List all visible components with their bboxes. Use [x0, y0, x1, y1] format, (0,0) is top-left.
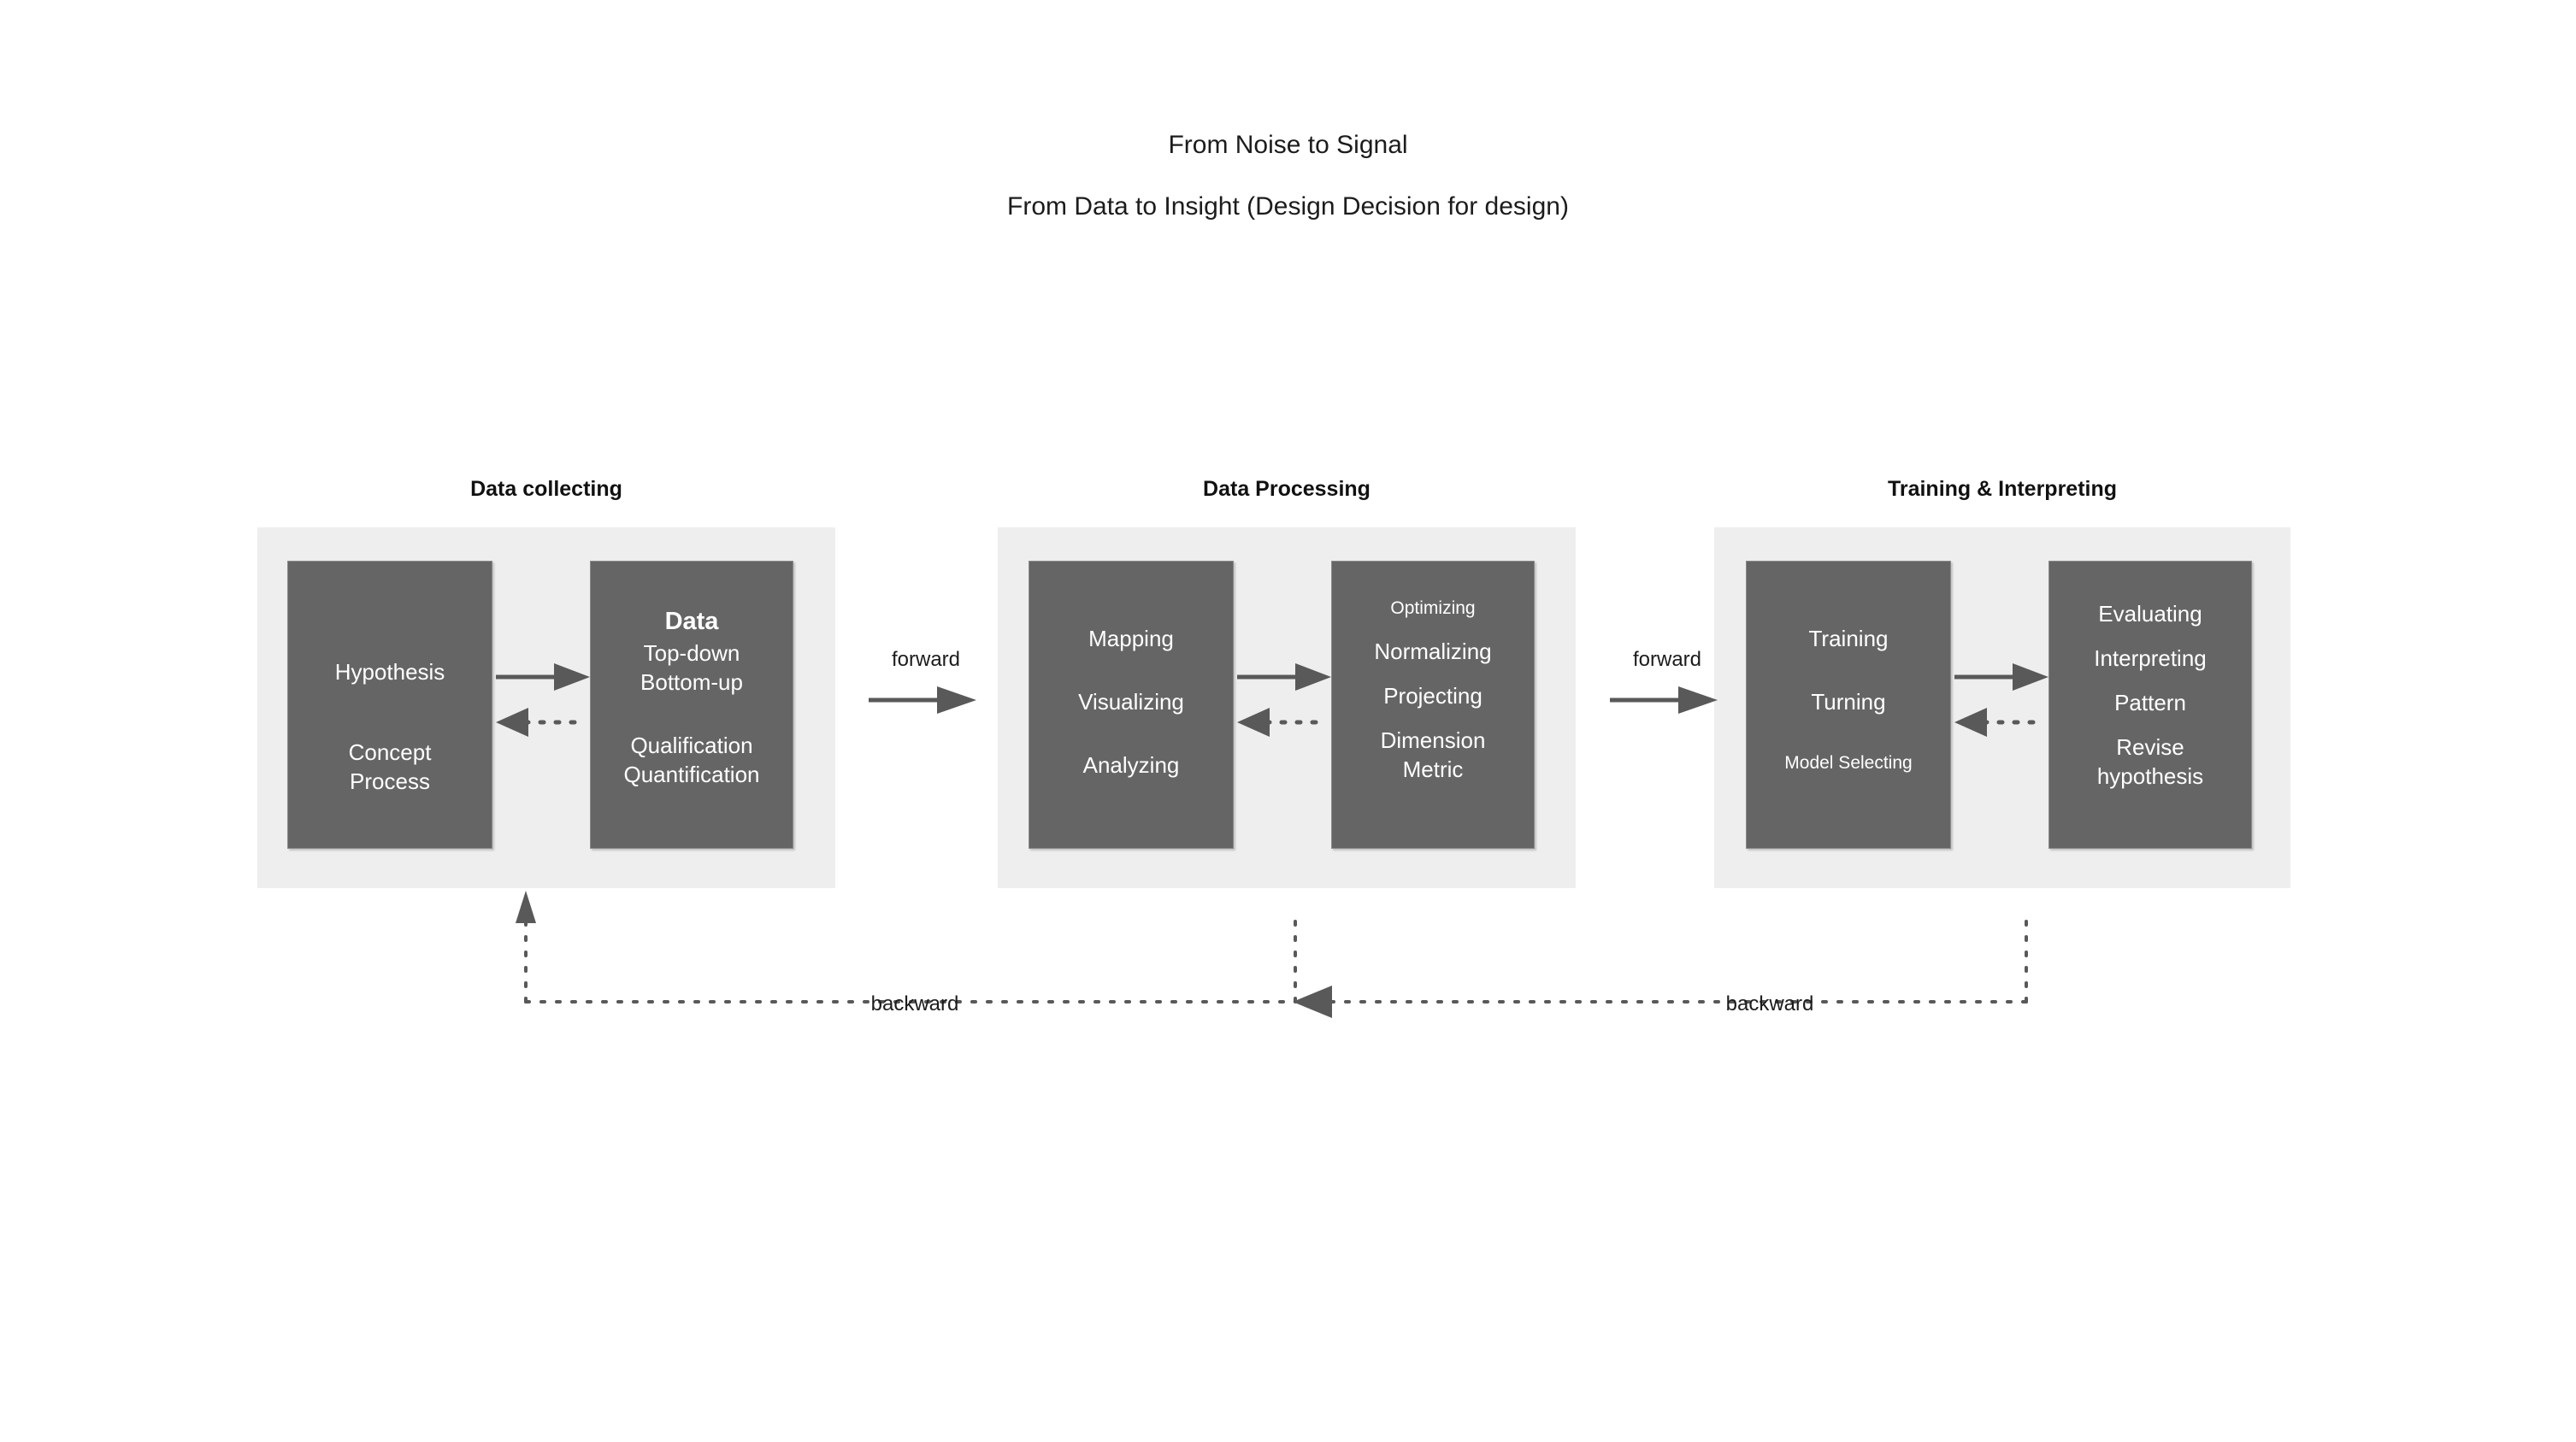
page-title-primary: From Noise to Signal	[1168, 131, 1408, 159]
card-line: Evaluating	[2098, 601, 2202, 627]
card-line: Revise	[2116, 734, 2184, 760]
title-block: From Noise to Signal From Data to Insigh…	[0, 128, 2576, 224]
backward-label-2: backward	[1725, 992, 1814, 1015]
intra-stage-arrows-3	[1954, 658, 2052, 769]
forward-label-1: forward	[891, 648, 961, 671]
card-line: Turning	[1811, 689, 1886, 715]
solid-arrow-right-icon	[1954, 663, 2048, 691]
forward-connector-2: forward	[1577, 647, 1757, 733]
card-line: Metric	[1402, 756, 1464, 782]
card-line-spacer	[1747, 653, 1950, 687]
forward-label-2: forward	[1632, 648, 1702, 671]
card-line-spacer	[2049, 628, 2251, 644]
backward-connector-2	[1265, 889, 2120, 1043]
card-line: Interpreting	[2094, 645, 2207, 671]
backward-path-icon-1	[516, 891, 1297, 1004]
card-line-spacer	[1747, 716, 1950, 750]
solid-arrow-right-icon	[1237, 663, 1331, 691]
page-title-secondary: From Data to Insight (Design Decision fo…	[1007, 192, 1569, 221]
card-line-spacer	[1332, 621, 1534, 637]
dotted-arrow-left-icon	[1954, 708, 2046, 737]
card-line: Pattern	[2114, 690, 2186, 715]
card-line: Analyzing	[1082, 752, 1180, 778]
card-line: Hypothesis	[334, 659, 445, 685]
stage-heading-data-collecting: Data collecting	[470, 477, 622, 501]
stage-heading-training-interpreting: Training & Interpreting	[1887, 477, 2118, 501]
card-line-spacer	[1029, 653, 1233, 687]
card-line-spacer	[1029, 716, 1233, 750]
intra-stage-arrows-1	[496, 658, 593, 769]
backward-path-icon-2	[1293, 911, 2028, 1018]
dotted-arrow-left-icon	[1237, 708, 1329, 737]
card-line: Qualification	[630, 733, 753, 758]
stage-heading-data-processing: Data Processing	[1203, 477, 1371, 501]
card-line-spacer	[288, 686, 492, 738]
card-line-spacer	[2049, 717, 2251, 733]
forward-arrow-icon-2	[1610, 686, 1718, 714]
intra-stage-arrows-2	[1237, 658, 1335, 769]
card-line-spacer	[1332, 710, 1534, 726]
solid-arrow-right-icon	[496, 663, 590, 691]
card-line-spacer	[2049, 673, 2251, 688]
dotted-arrow-left-icon	[496, 708, 587, 737]
card-line: Model Selecting	[1784, 753, 1913, 773]
card-line: Bottom-up	[640, 669, 743, 695]
card-line: Projecting	[1383, 683, 1483, 709]
card-line: Visualizing	[1078, 689, 1184, 715]
card-line-spacer	[1332, 666, 1534, 681]
card-line: Concept	[348, 739, 432, 765]
card-line: hypothesis	[2096, 763, 2204, 789]
card-line: Normalizing	[1374, 639, 1492, 664]
card-line: Mapping	[1088, 626, 1174, 651]
forward-connector-1: forward	[836, 647, 1016, 733]
card-line: Data	[664, 608, 719, 635]
backward-label-1: backward	[870, 992, 959, 1015]
card-line: Top-down	[643, 640, 740, 666]
card-line: Dimension	[1380, 727, 1486, 753]
forward-arrow-icon-1	[869, 686, 976, 714]
card-line: Quantification	[623, 762, 760, 787]
card-line: Process	[350, 768, 430, 794]
card-line-spacer	[591, 697, 793, 731]
card-line: Optimizing	[1390, 598, 1476, 618]
backward-connector-1	[479, 889, 1334, 1043]
card-line: Training	[1808, 626, 1889, 651]
